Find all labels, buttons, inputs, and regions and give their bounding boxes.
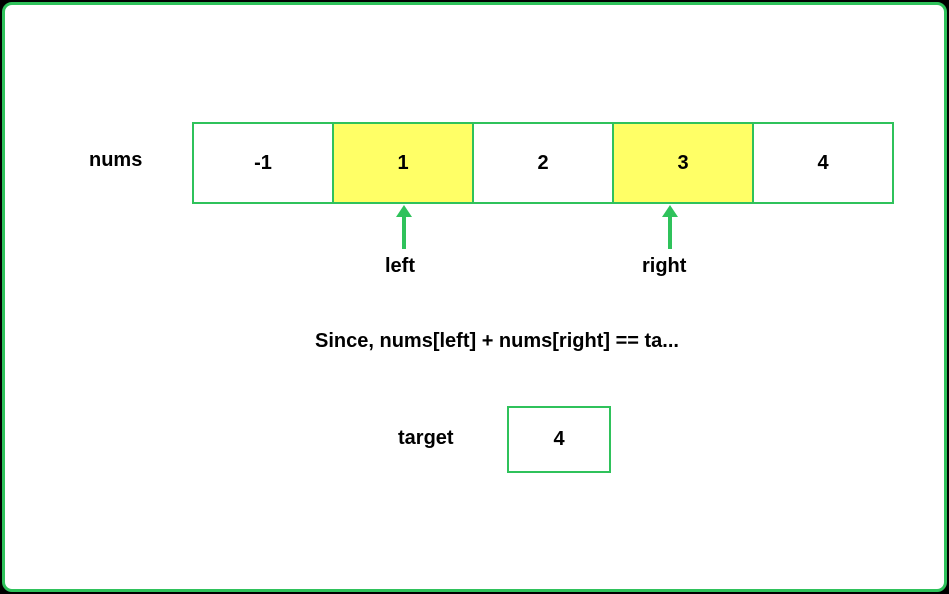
nums-array: -1 1 2 3 4 (192, 122, 894, 204)
target-value: 4 (553, 428, 565, 450)
array-cell-value: 3 (677, 151, 689, 174)
explanation-message: Since, nums[left] + nums[right] == ta... (315, 330, 679, 352)
target-label: target (398, 427, 454, 449)
array-cell-1: 1 (332, 122, 474, 204)
left-pointer-label: left (385, 255, 415, 277)
left-pointer-arrow-icon (396, 205, 412, 249)
array-cell-value: 4 (817, 151, 829, 174)
array-cell-0: -1 (192, 122, 334, 204)
array-cell-value: 1 (397, 151, 409, 174)
array-cell-4: 4 (752, 122, 894, 204)
array-cell-3: 3 (612, 122, 754, 204)
right-pointer-arrow-icon (662, 205, 678, 249)
array-cell-value: -1 (254, 151, 272, 174)
right-pointer-label: right (642, 255, 687, 277)
array-name-label: nums (89, 149, 143, 171)
array-cell-2: 2 (472, 122, 614, 204)
array-cell-value: 2 (537, 151, 549, 174)
target-value-box: 4 (507, 406, 611, 473)
